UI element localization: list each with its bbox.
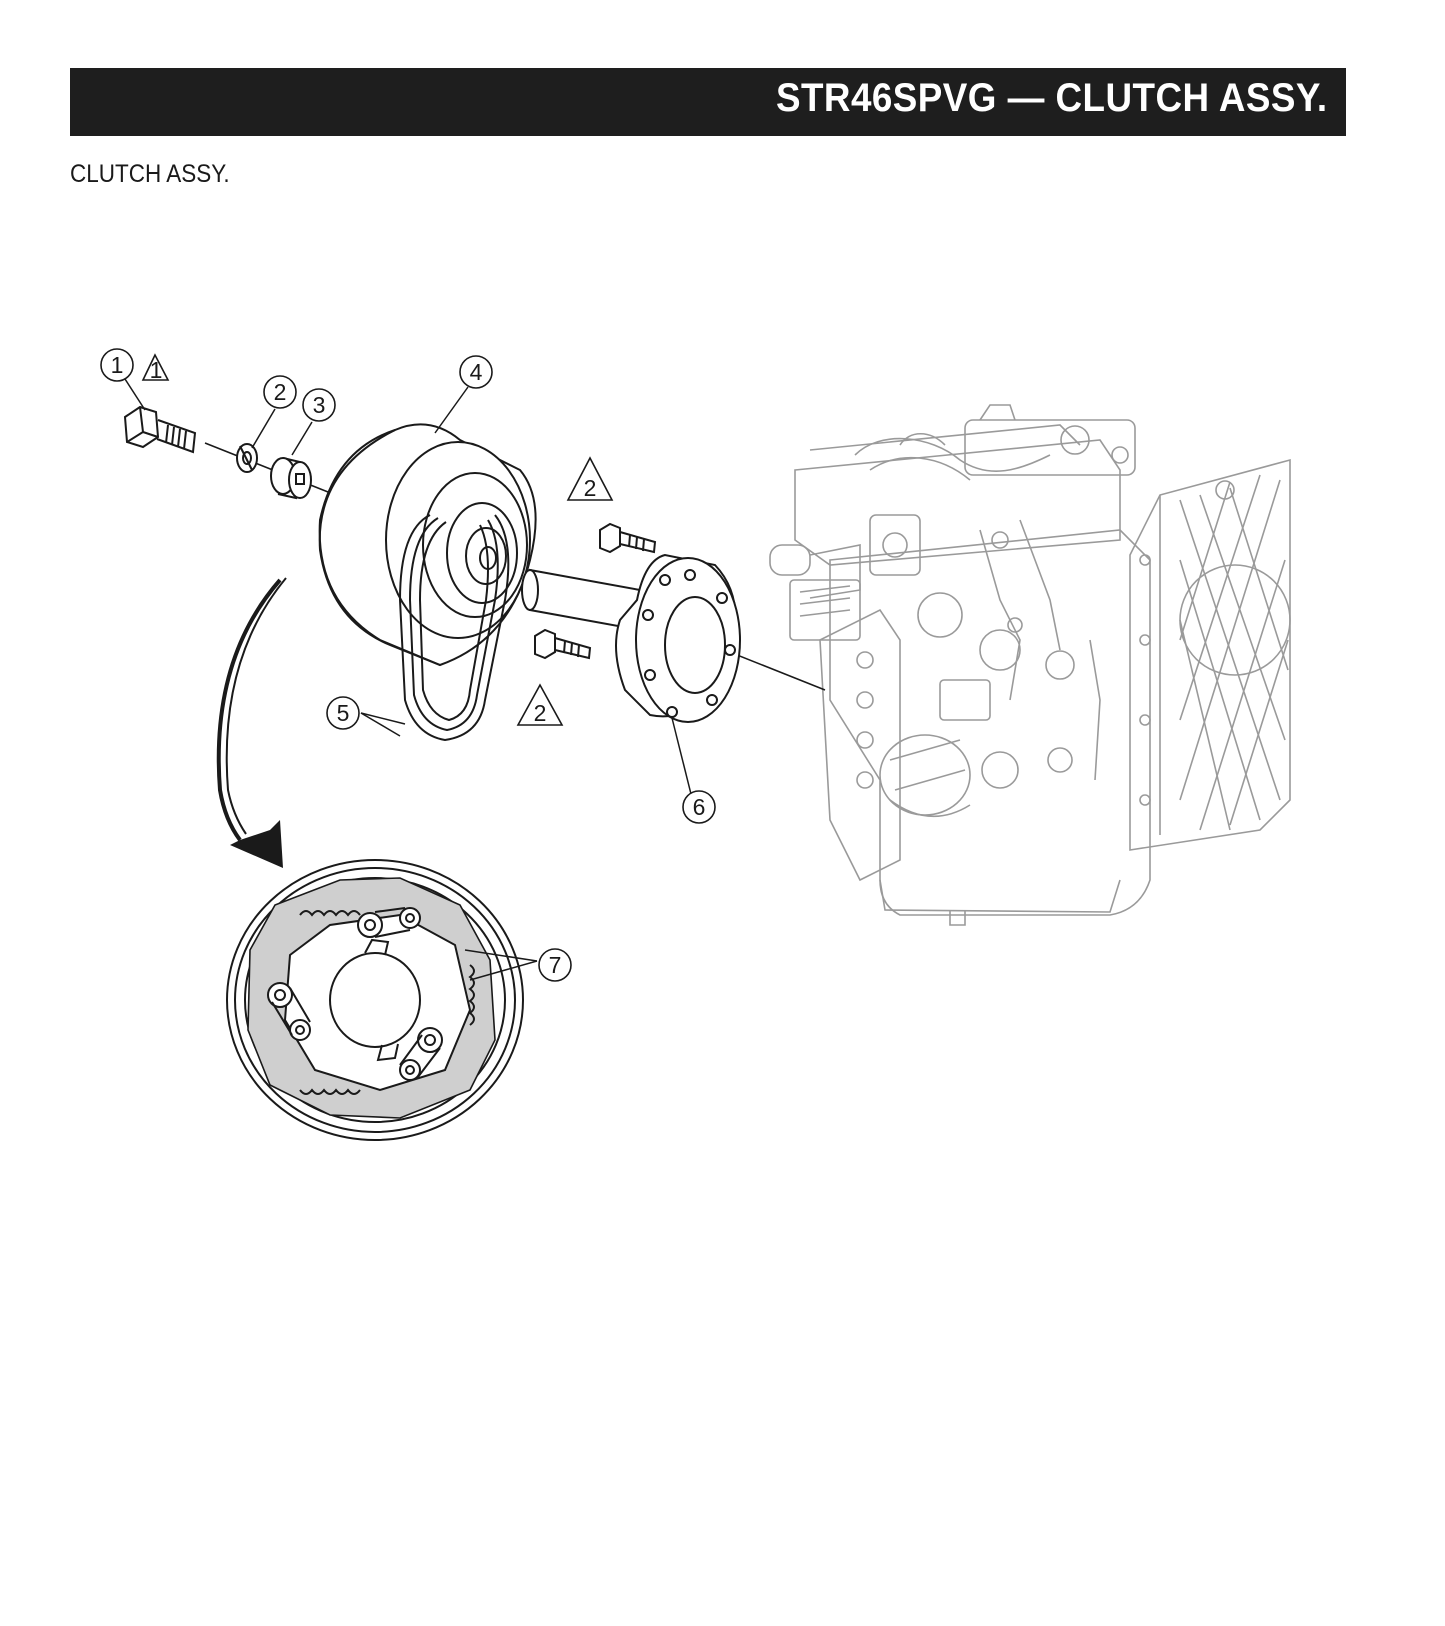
crankshaft-stub [521,568,641,632]
clutch-shoe-detail-part-7 [226,859,524,1141]
detail-view-arrow [216,577,287,868]
warning-triangle-1: 1 [141,353,170,383]
svg-text:2: 2 [534,700,547,726]
callout-7: 7 [538,948,572,982]
callout-3: 3 [302,388,336,422]
svg-text:1: 1 [111,352,124,378]
adapter-hub-part-6 [615,553,741,723]
svg-text:2: 2 [274,379,287,405]
callout-2: 2 [263,375,297,409]
engine-illustration [769,404,1291,926]
hub-bolt-upper [599,522,657,554]
svg-text:3: 3 [313,392,326,418]
v-belts-part-5 [398,514,510,742]
svg-text:5: 5 [337,700,350,726]
section-title: CLUTCH ASSY. [70,160,230,188]
warning-triangle-2-upper: 2 [566,456,614,501]
svg-text:4: 4 [470,359,483,385]
callout-4: 4 [459,355,493,389]
svg-text:7: 7 [549,952,562,978]
svg-text:2: 2 [584,475,597,501]
svg-text:1: 1 [150,357,163,383]
callout-6: 6 [682,790,716,824]
hub-bolt-lower [534,628,592,660]
bolt-part-1 [123,405,197,454]
page-title: STR46SPVG — CLUTCH ASSY. [776,76,1328,120]
callout-1: 1 [100,348,134,382]
washer-part-2 [236,443,258,473]
warning-triangle-2-lower: 2 [516,683,564,726]
svg-text:6: 6 [693,794,706,820]
callout-5: 5 [326,696,360,730]
callout-leaders [124,378,692,981]
spacer-part-3 [270,457,312,500]
header-bar: STR46SPVG — CLUTCH ASSY. [70,68,1346,136]
